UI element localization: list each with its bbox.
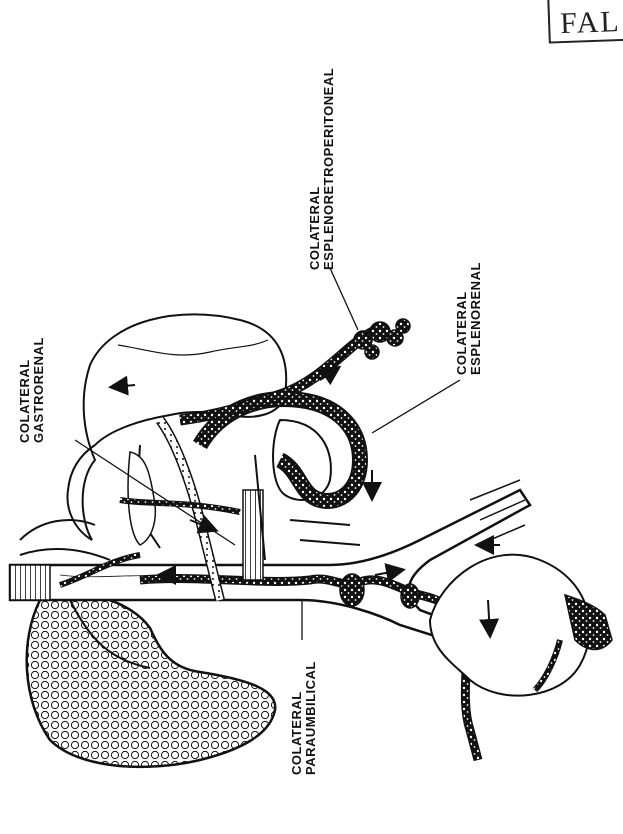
- liver-shape: [27, 594, 276, 767]
- label-esplenorenal-line1: COLATERAL: [455, 262, 469, 375]
- label-esplenoretroperitoneal-line1: COLATERAL: [308, 68, 322, 270]
- label-paraumbilical-line1: COLATERAL: [290, 661, 304, 775]
- label-esplenorenal: COLATERAL ESPLENORENAL: [455, 262, 483, 375]
- corner-stamp: FAL: [547, 0, 623, 44]
- label-esplenorenal-line2: ESPLENORENAL: [469, 262, 483, 375]
- label-gastrorenal-line2: GASTRORENAL: [32, 337, 46, 443]
- pelvic-region: [430, 480, 612, 696]
- label-esplenoretroperitoneal-line2: ESPLENORETROPERITONEAL: [322, 68, 336, 270]
- label-gastrorenal: COLATERAL GASTRORENAL: [18, 337, 46, 443]
- label-gastrorenal-line1: COLATERAL: [18, 337, 32, 443]
- renal-vein: [243, 455, 265, 580]
- label-paraumbilical: COLATERAL PARAUMBILICAL: [290, 661, 318, 775]
- label-esplenoretroperitoneal: COLATERAL ESPLENORETROPERITONEAL: [308, 68, 336, 270]
- label-paraumbilical-line2: PARAUMBILICAL: [304, 661, 318, 775]
